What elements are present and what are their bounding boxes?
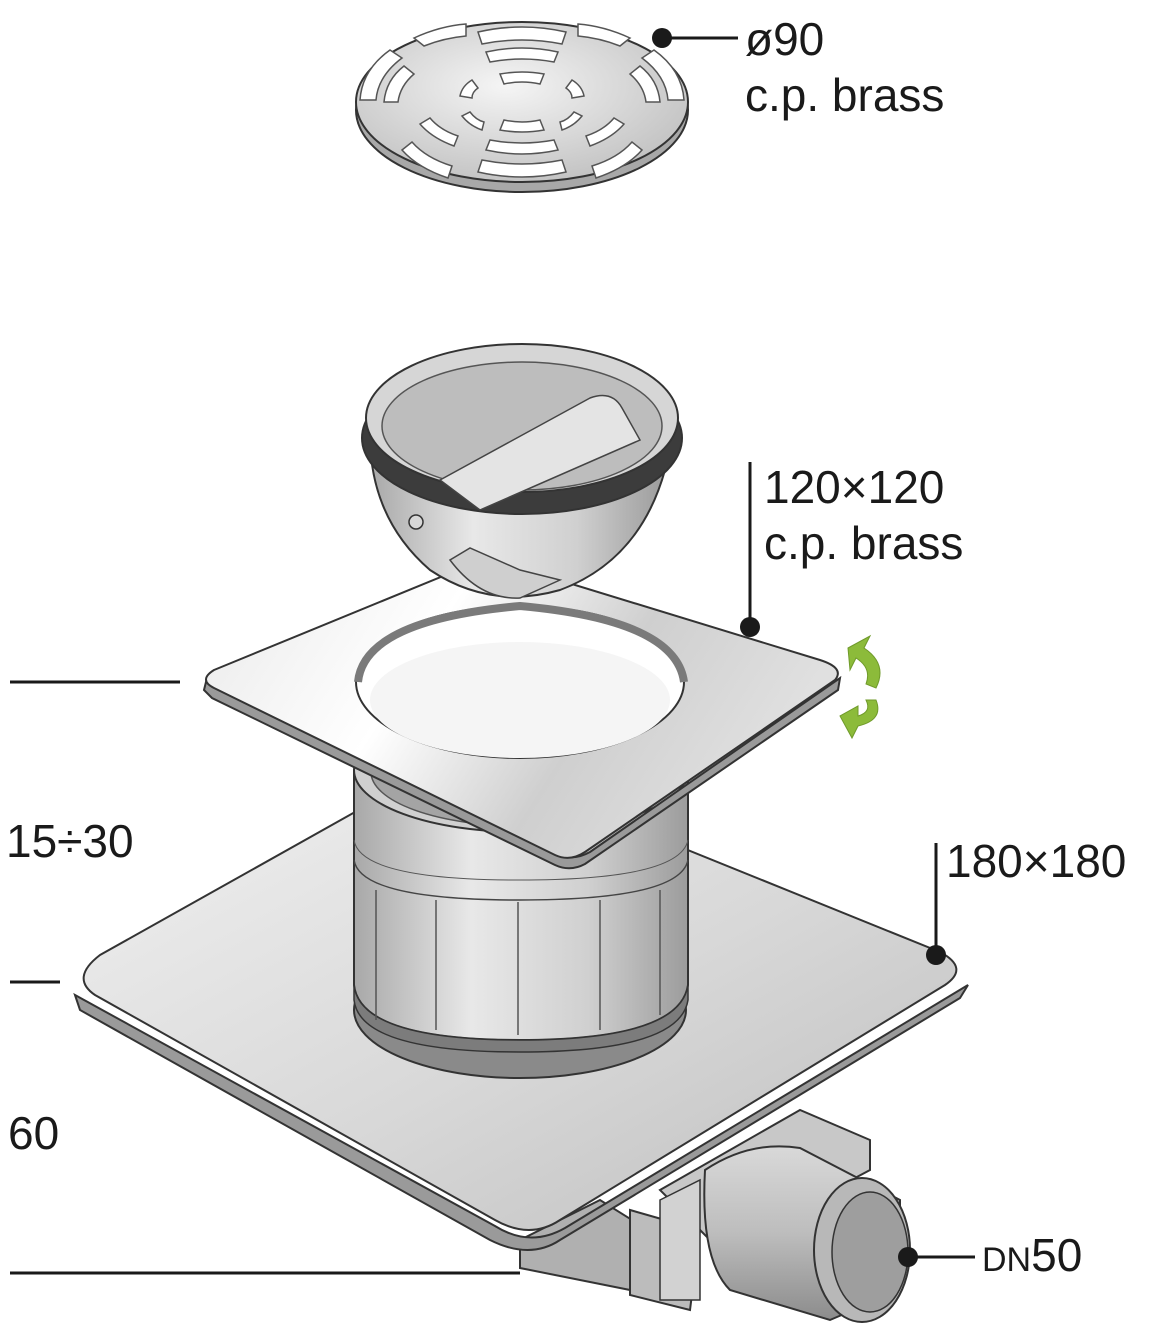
grate-material-label: c.p. brass [745, 69, 945, 121]
dimension-lines [10, 680, 520, 1275]
top-plate-material-label: c.p. brass [764, 517, 964, 569]
grate-size-label: ø90 [745, 13, 825, 65]
grate-drawing [355, 21, 689, 193]
base-plate-size-label: 180×180 [946, 835, 1127, 887]
base-height-dimension: 60 [8, 1107, 60, 1159]
outlet-label: DN50 [982, 1232, 1082, 1278]
outlet-dn-prefix: DN [982, 1241, 1032, 1279]
adjust-height-dimension: 15÷30 [6, 815, 134, 867]
outlet-dn-number: 50 [1031, 1229, 1083, 1281]
rotate-arrows-icon [839, 634, 881, 740]
top-plate-drawing [202, 559, 842, 870]
callout-leaders [652, 28, 975, 1267]
base-body-drawing [73, 707, 969, 1323]
trap-cup-drawing [361, 343, 683, 599]
top-plate-size-label: 120×120 [764, 461, 945, 513]
